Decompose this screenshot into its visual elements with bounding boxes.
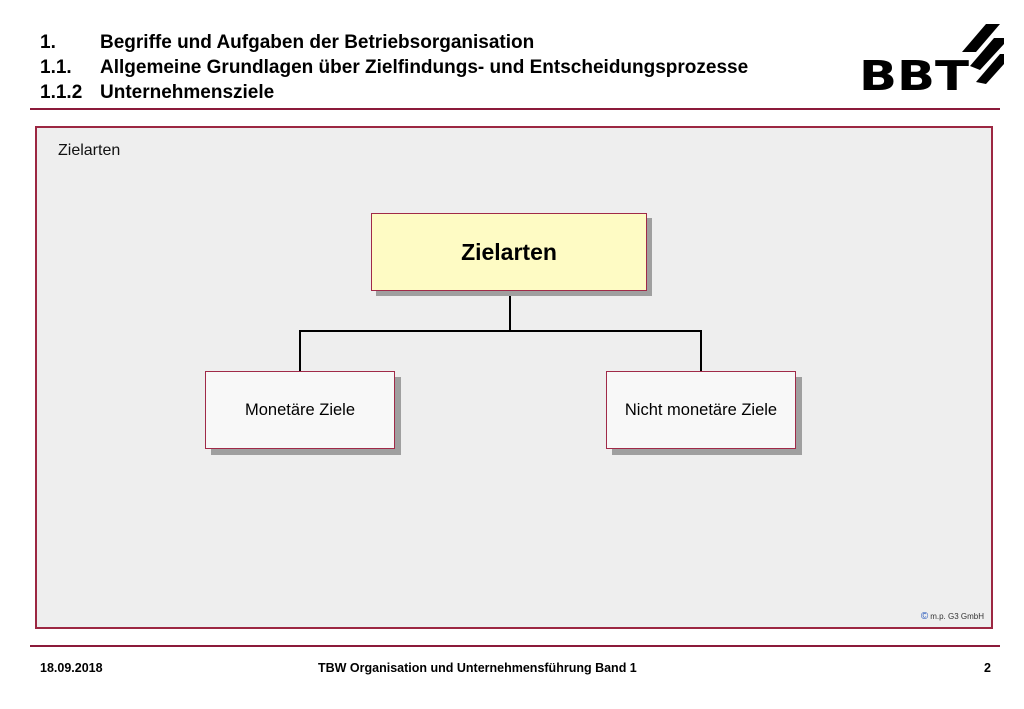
connector-right-down bbox=[700, 330, 702, 371]
copyright-note: ©m.p. G3 GmbH bbox=[921, 611, 984, 622]
header-divider bbox=[30, 108, 1000, 110]
header-title-block: 1. Begriffe und Aufgaben der Betriebsorg… bbox=[40, 30, 748, 105]
header-line-text: Allgemeine Grundlagen über Zielfindungs-… bbox=[100, 57, 749, 78]
footer-page-number: 2 bbox=[984, 661, 991, 675]
content-panel: Zielarten Zielarten Monetäre Ziele Nicht… bbox=[35, 126, 993, 629]
header-line-3: 1.1.2 Unternehmensziele bbox=[40, 80, 748, 105]
header-line-1: 1. Begriffe und Aufgaben der Betriebsorg… bbox=[40, 30, 748, 55]
header-line-text: Unternehmensziele bbox=[100, 82, 275, 103]
header-line-number: 1.1.2 bbox=[40, 82, 83, 103]
bbt-logo: BBT bbox=[859, 24, 1004, 96]
child-node-non-monetary: Nicht monetäre Ziele bbox=[606, 371, 796, 449]
header-line-number: 1. bbox=[40, 32, 56, 53]
copyright-text: m.p. G3 GmbH bbox=[930, 612, 984, 621]
footer-date: 18.09.2018 bbox=[40, 661, 103, 675]
footer-title: TBW Organisation und Unternehmensführung… bbox=[318, 661, 637, 675]
panel-label: Zielarten bbox=[58, 142, 121, 159]
connector-horizontal bbox=[299, 330, 701, 332]
child-node-monetary: Monetäre Ziele bbox=[205, 371, 395, 449]
root-node-box: Zielarten bbox=[371, 213, 647, 291]
header-line-2: 1.1. Allgemeine Grundlagen über Zielfind… bbox=[40, 55, 748, 80]
logo-stripes bbox=[962, 24, 1004, 84]
connector-left-down bbox=[299, 330, 301, 371]
header-line-text: Begriffe und Aufgaben der Betriebsorgani… bbox=[100, 32, 535, 53]
header-line-number: 1.1. bbox=[40, 57, 72, 78]
footer-divider bbox=[30, 645, 1000, 647]
logo-wordmark: BBT bbox=[859, 52, 969, 96]
connector-root-down bbox=[509, 291, 511, 331]
copyright-icon: © bbox=[920, 611, 929, 622]
